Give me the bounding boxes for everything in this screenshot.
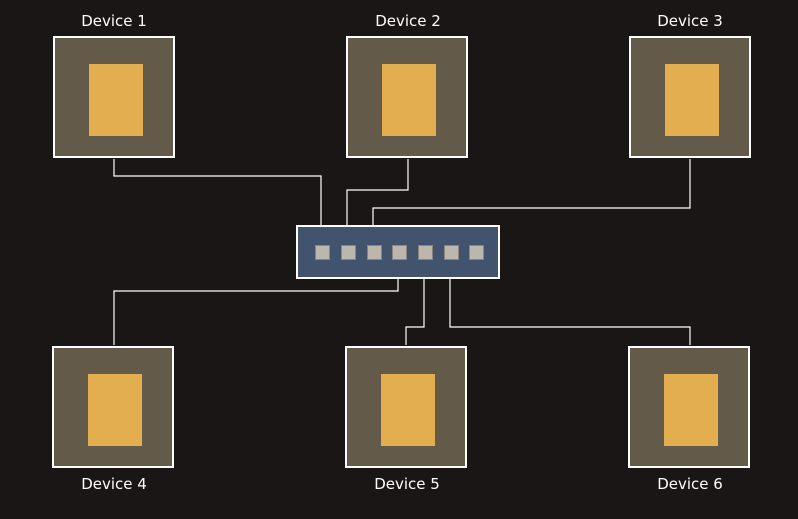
device-5-label: Device 5 xyxy=(374,475,440,493)
device-4[interactable] xyxy=(52,346,174,468)
device-2-label: Device 2 xyxy=(375,12,441,30)
device-1-core xyxy=(89,64,143,136)
device-4-label: Device 4 xyxy=(81,475,147,493)
switch-port-6[interactable] xyxy=(444,245,459,260)
device-5[interactable] xyxy=(345,346,467,468)
switch-port-2[interactable] xyxy=(341,245,356,260)
device-1[interactable] xyxy=(53,36,175,158)
connection-line-device-1 xyxy=(113,159,325,244)
device-3-core xyxy=(665,64,719,136)
network-switch[interactable] xyxy=(296,225,500,279)
device-4-core xyxy=(88,374,142,446)
switch-port-5[interactable] xyxy=(418,245,433,260)
device-2[interactable] xyxy=(346,36,468,158)
device-3-label: Device 3 xyxy=(657,12,723,30)
device-6-label: Device 6 xyxy=(657,475,723,493)
switch-port-1[interactable] xyxy=(315,245,330,260)
switch-port-3[interactable] xyxy=(367,245,382,260)
switch-port-4[interactable] xyxy=(392,245,407,260)
device-1-label: Device 1 xyxy=(81,12,147,30)
switch-port-7[interactable] xyxy=(469,245,484,260)
device-6-core xyxy=(664,374,718,446)
device-2-core xyxy=(382,64,436,136)
device-6[interactable] xyxy=(628,346,750,468)
device-5-core xyxy=(381,374,435,446)
device-3[interactable] xyxy=(629,36,751,158)
